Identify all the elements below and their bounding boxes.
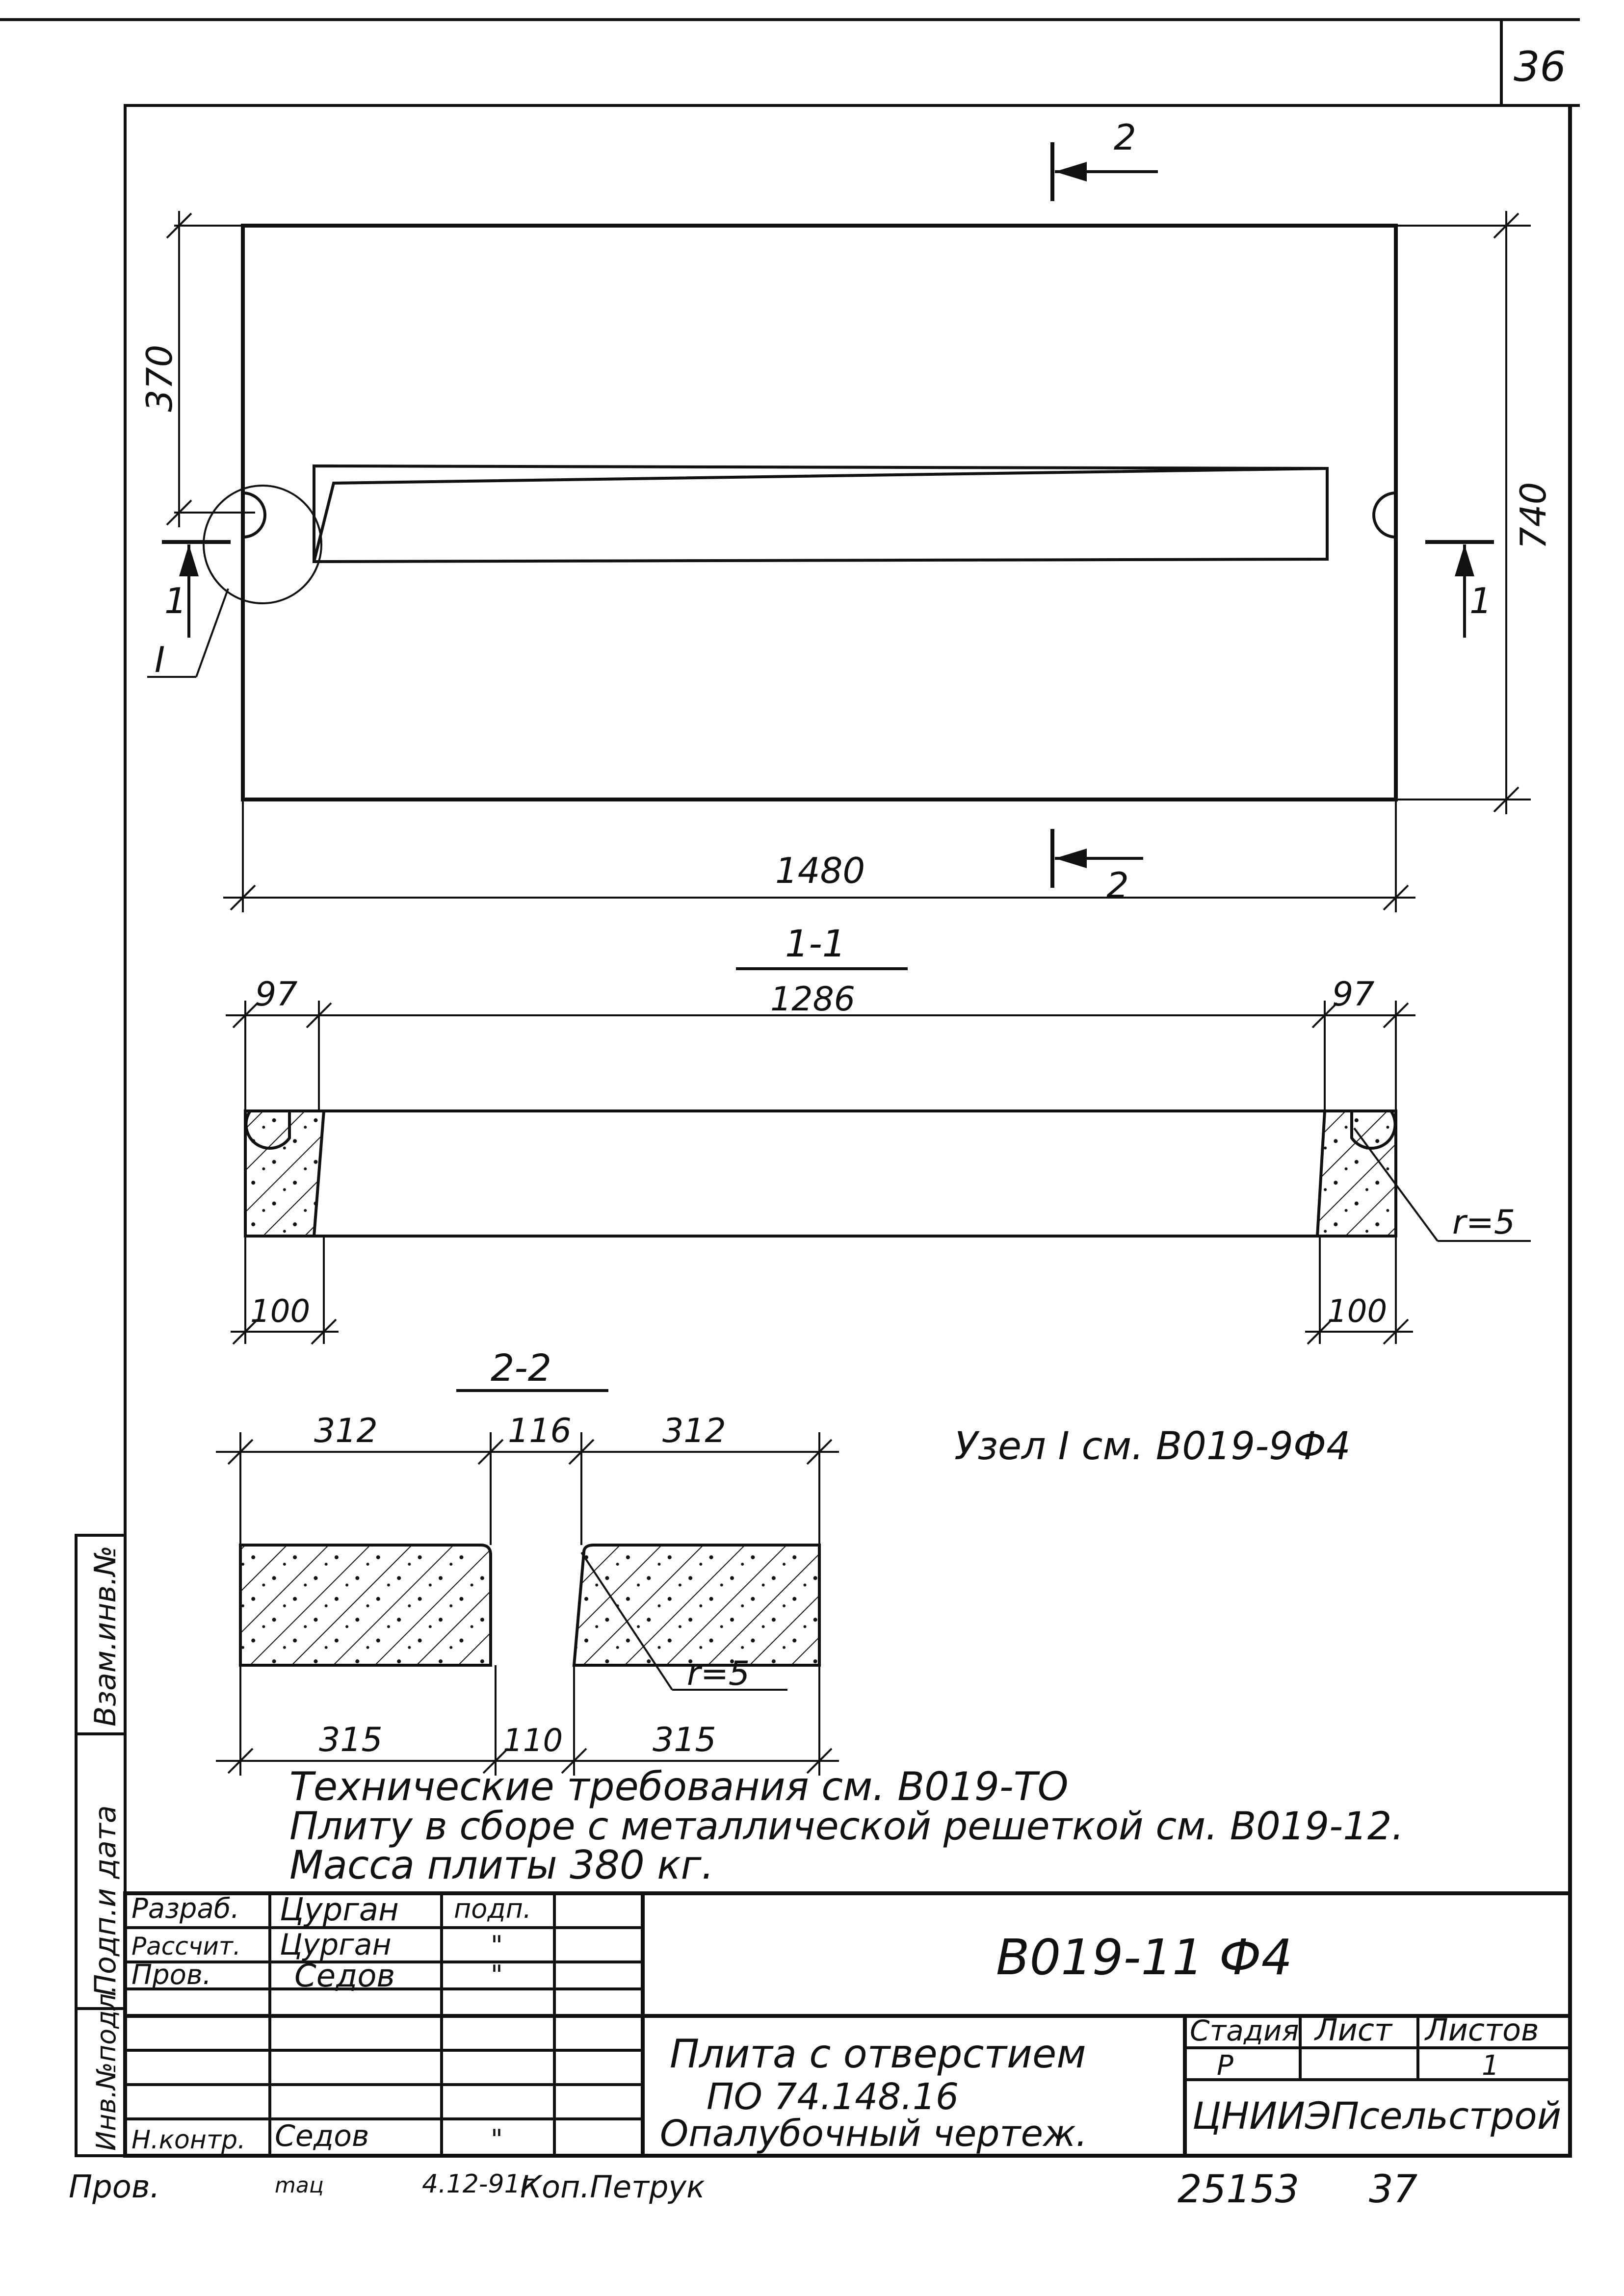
tb-sign-checker: " <box>491 1960 503 1990</box>
footer-checked: Пров. <box>69 2169 160 2205</box>
right-notch <box>1372 491 1396 539</box>
section-1-1-right-rib <box>1315 1109 1397 1238</box>
section-mark-1-right: 1 <box>1469 580 1492 621</box>
section-1-1-dimensions <box>226 1001 1415 1345</box>
tb-stage-value: Р <box>1217 2050 1233 2082</box>
tb-role-norm-control: Н.контр. <box>131 2125 246 2155</box>
section-2-2-dim-top-right: 312 <box>662 1412 726 1450</box>
section-2-2-radius: r=5 <box>687 1654 750 1693</box>
section-1-1-dim-top-left: 97 <box>255 975 298 1014</box>
tb-organization: ЦНИИЭПсельстрой <box>1192 2094 1561 2138</box>
tb-sign-calculator: " <box>491 1930 503 1961</box>
section-1-1-dim-bottom-right: 100 <box>1327 1293 1387 1330</box>
plan-view <box>147 224 1398 801</box>
sheet-number: 36 <box>1514 43 1566 91</box>
section-2-2-title: 2-2 <box>491 1346 551 1390</box>
plan-dimensions <box>166 211 1531 912</box>
section-2-2-left-part <box>239 1544 492 1667</box>
title-block <box>123 1891 1572 2158</box>
tb-sheets-header: Листов <box>1424 2012 1539 2048</box>
tb-sheets-value: 1 <box>1482 2050 1499 2082</box>
tb-sign-developer: подп. <box>454 1893 531 1924</box>
tb-name-checker: Седов <box>294 1958 395 1994</box>
section-mark-2-bottom: 2 <box>1106 865 1129 906</box>
tb-sheet-header: Лист <box>1314 2012 1393 2048</box>
footer-page: 37 <box>1369 2167 1417 2212</box>
tb-title-line-2: ПО 74.148.16 <box>707 2076 959 2118</box>
footer-signature: maц <box>275 2173 324 2198</box>
stamp-replacement-inv: Взам.инв.№ <box>88 1546 123 1727</box>
side-stamp-box <box>75 1534 127 2157</box>
tb-role-checker: Пров. <box>131 1959 211 1991</box>
tb-name-norm-control: Седов <box>275 2119 369 2153</box>
dim-plan-width: 1480 <box>775 850 865 891</box>
tb-name-calculator: Цурган <box>280 1928 392 1962</box>
section-1-1-dim-bottom-left: 100 <box>250 1293 310 1330</box>
node-circle <box>203 485 322 604</box>
section-2-2-view <box>239 1544 821 1691</box>
left-notch <box>242 491 266 539</box>
tb-role-developer: Разраб. <box>131 1893 239 1925</box>
section-mark-1-left: 1 <box>164 580 187 621</box>
note-assembly: Плиту в сборе с металлической решеткой с… <box>289 1805 1404 1849</box>
tb-sign-norm-control: " <box>491 2124 503 2155</box>
footer-date: 4.12-91г <box>422 2169 534 2199</box>
dim-plan-half: 370 <box>139 345 180 412</box>
section-2-2-dim-top-mid: 116 <box>508 1412 572 1450</box>
tb-role-calculator: Рассчит. <box>131 1932 241 1961</box>
section-2-2-dim-bottom-mid: 110 <box>503 1723 563 1759</box>
tb-title-line-1: Плита с отверстием <box>670 2031 1086 2077</box>
footer-copied: Коп.Петрук <box>520 2169 705 2205</box>
dim-plan-height: 740 <box>1513 482 1554 549</box>
section-1-1-left-rib <box>244 1109 326 1238</box>
section-1-1-view <box>244 1109 1531 1242</box>
note-mass: Масса плиты 380 кг. <box>289 1842 714 1888</box>
section-1-1-radius: r=5 <box>1452 1203 1515 1242</box>
section-1-1-title: 1-1 <box>785 922 846 965</box>
tb-designation: В019-11 Ф4 <box>996 1929 1292 1986</box>
section-2-2-right-part <box>572 1544 821 1667</box>
section-mark-2-top: 2 <box>1114 117 1136 158</box>
section-1-1-dim-top-right: 97 <box>1332 975 1375 1014</box>
note-technical-requirements: Технические требования см. В019-ТО <box>289 1764 1069 1809</box>
stamp-signature-date: Подп.и дата <box>88 1805 123 1996</box>
tb-title-line-3: Опалубочный чертеж. <box>660 2113 1087 2155</box>
section-2-2-dimensions <box>216 1432 839 1776</box>
stamp-original-inv: Инв.№подл. <box>91 1985 122 2151</box>
section-2-2-dim-top-left: 312 <box>314 1412 378 1450</box>
tb-name-developer: Цурган <box>280 1892 399 1928</box>
section-markers <box>162 142 1494 888</box>
node-reference: Узел I см. В019-9Ф4 <box>954 1424 1351 1469</box>
section-1-1-dim-top-mid: 1286 <box>770 980 855 1019</box>
section-2-2-dim-bottom-right: 315 <box>653 1721 716 1759</box>
node-mark: I <box>155 639 165 680</box>
footer-order: 25153 <box>1178 2167 1299 2212</box>
section-2-2-dim-bottom-left: 315 <box>319 1721 383 1759</box>
tb-stage-header: Стадия <box>1190 2014 1299 2047</box>
